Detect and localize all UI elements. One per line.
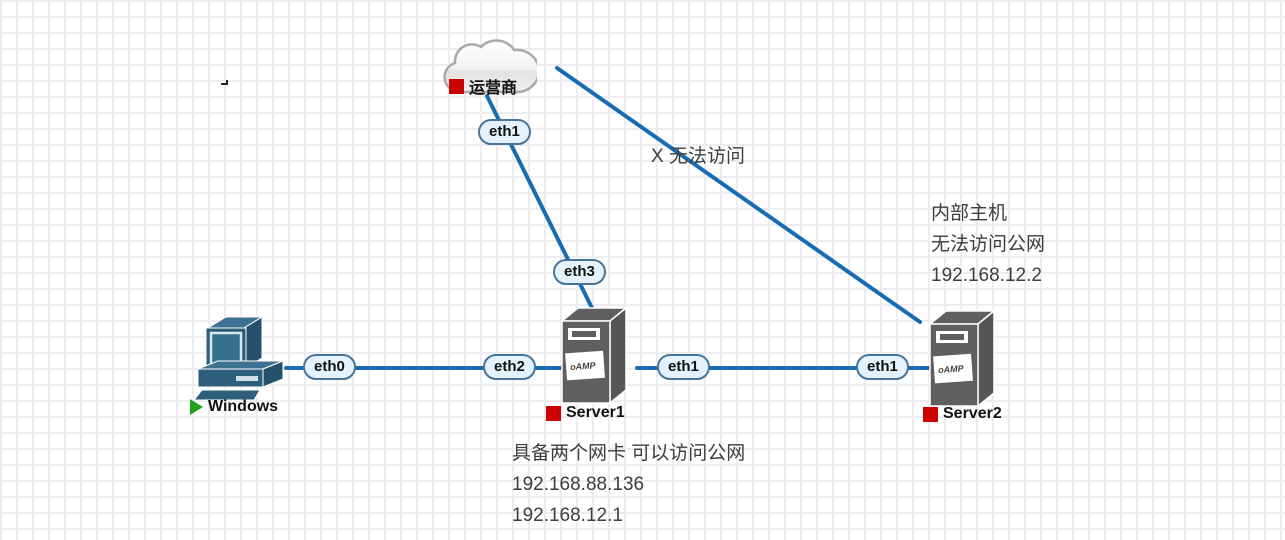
annotation-server2-line1: 内部主机: [931, 203, 1008, 224]
cloud-label[interactable]: 运营商: [449, 74, 517, 98]
computer-icon: [192, 316, 284, 401]
annotation-blocked[interactable]: X 无法访问: [651, 146, 745, 167]
iface-pill-server1-eth1[interactable]: eth1: [657, 354, 710, 380]
node-server2[interactable]: oAMP: [926, 308, 998, 413]
server2-label[interactable]: Server2: [923, 405, 1002, 423]
server2-label-text: Server2: [943, 405, 1002, 422]
server1-label-text: Server1: [566, 404, 625, 421]
red-square-icon: [449, 78, 464, 94]
link-cloud-server2-blocked[interactable]: [555, 66, 922, 324]
red-square-icon: [923, 406, 938, 422]
server-icon: oAMP: [559, 306, 629, 405]
annotation-server2-line3: 192.168.12.2: [931, 265, 1042, 286]
node-server1[interactable]: oAMP: [558, 305, 630, 410]
iface-pill-cloud-eth1[interactable]: eth1: [478, 119, 531, 145]
stray-mark: [221, 80, 228, 85]
windows-label-text: Windows: [208, 398, 279, 415]
annotation-server1-line2: 192.168.88.136: [512, 474, 645, 495]
svg-text:oAMP: oAMP: [938, 363, 965, 375]
iface-pill-server1-eth3[interactable]: eth3: [553, 259, 606, 285]
windows-label[interactable]: Windows: [190, 398, 278, 416]
server1-label[interactable]: Server1: [546, 404, 625, 422]
server-icon: oAMP: [927, 309, 997, 408]
annotation-server1-line1: 具备两个网卡 可以访问公网: [512, 443, 746, 464]
node-windows[interactable]: [188, 312, 293, 407]
svg-text:oAMP: oAMP: [570, 360, 597, 372]
annotation-server2[interactable]: 内部主机 无法访问公网 192.168.12.2: [931, 198, 1045, 291]
cloud-label-text: 运营商: [469, 80, 518, 97]
annotation-server1[interactable]: 具备两个网卡 可以访问公网 192.168.88.136 192.168.12.…: [512, 438, 745, 531]
iface-pill-server2-eth1[interactable]: eth1: [856, 354, 909, 380]
green-triangle-icon: [190, 399, 203, 415]
annotation-server2-line2: 无法访问公网: [931, 234, 1046, 255]
annotation-server1-line3: 192.168.12.1: [512, 505, 623, 526]
iface-pill-windows-eth0[interactable]: eth0: [303, 354, 356, 380]
iface-pill-server1-eth2[interactable]: eth2: [483, 354, 536, 380]
red-square-icon: [546, 405, 561, 421]
